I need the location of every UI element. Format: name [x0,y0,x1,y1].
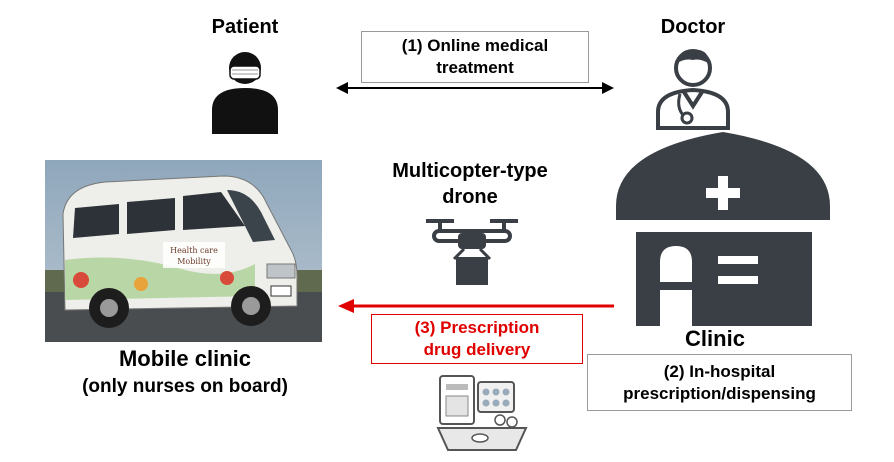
van-text-2: Mobility [177,257,211,266]
drone-icon [424,213,520,287]
dispensing-line2: prescription/dispensing [623,383,816,403]
doctor-icon [650,44,736,130]
drone-label-line2: drone [442,186,498,208]
online-treatment-line2: treatment [436,58,514,77]
delivery-arrow [338,296,614,316]
drug-delivery-box: (3) Prescription drug delivery [371,314,583,364]
online-treatment-box: (1) Online medical treatment [361,31,589,83]
patient-icon [208,44,282,136]
dispensing-line1: (2) In-hospital [663,361,776,381]
clinic-label: Clinic [685,326,745,351]
clinic-building-icon [612,130,834,326]
van-text-1: Health care [170,246,218,255]
drone-label-line1: Multicopter-type [392,160,548,182]
patient-label: Patient [211,16,279,38]
mobile-clinic-subtitle: (only nurses on board) [82,376,288,397]
medicine-icon [430,372,534,454]
mobile-clinic-title: Mobile clinic [118,346,252,371]
online-treatment-line1: (1) Online medical [401,36,549,55]
drug-delivery-line2: drug delivery [423,340,531,359]
mobile-clinic-photo: Health care Mobility [45,160,322,342]
dispensing-box: (2) In-hospital prescription/dispensing [587,354,852,411]
online-treatment-arrow [336,80,614,96]
doctor-label: Doctor [660,16,726,38]
drone-label: Multicopter-type drone [362,158,578,210]
drug-delivery-line1: (3) Prescription [414,318,540,337]
